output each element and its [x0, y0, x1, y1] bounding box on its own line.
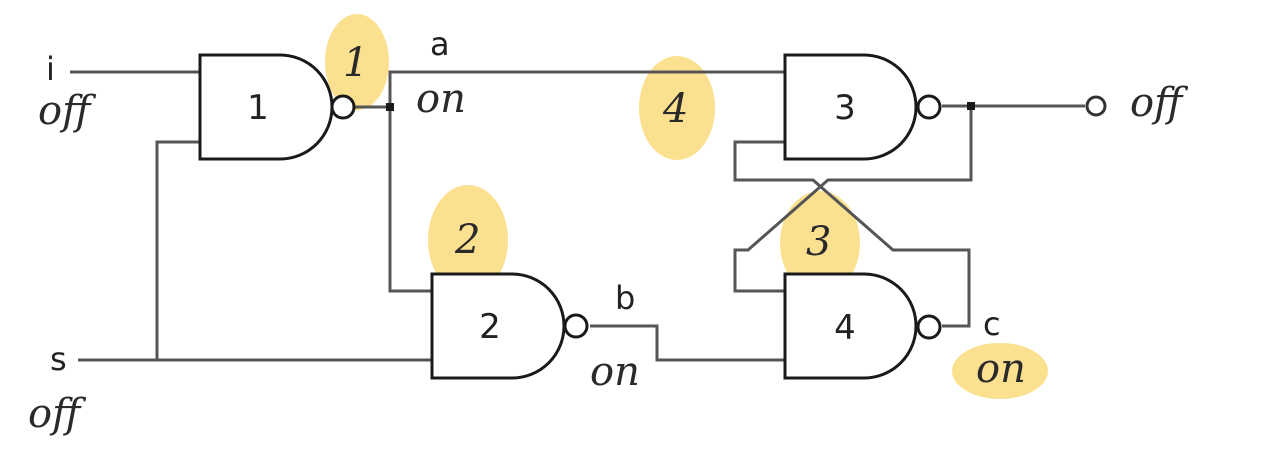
junctions [386, 95, 1107, 117]
signal-label-c: c [983, 305, 1001, 343]
signal-label-i: i [46, 50, 55, 88]
annotation-a-state: on [416, 76, 466, 122]
wire-a [354, 70, 785, 109]
annotation-gate3-mark: 4 [662, 86, 688, 132]
annotation-gate2-mark: 2 [454, 217, 480, 263]
junction-a [386, 103, 394, 111]
handwritten-annotations: off off on on on off 1 2 4 3 [28, 40, 1189, 437]
gate-3-output-bubble [916, 94, 942, 120]
annotation-b-state: on [590, 349, 640, 395]
highlight-c-state [952, 343, 1048, 399]
annotation-i-state: off [38, 88, 97, 134]
highlight-gate1-output [325, 14, 389, 110]
annotation-s-state: off [28, 391, 87, 437]
highlight-marks [325, 14, 1048, 399]
signal-label-a: a [430, 25, 450, 63]
gate-4: 4 [783, 272, 942, 380]
gate-1: 1 [198, 53, 356, 161]
junction-o [967, 102, 975, 110]
wires [70, 70, 1085, 362]
gate-2-label: 2 [479, 307, 501, 347]
wire-b [590, 324, 785, 362]
gate-4-output-bubble [916, 314, 942, 340]
highlight-gate3-input [639, 56, 715, 160]
gate-2-output-bubble [563, 313, 589, 339]
wire-o-feedback [733, 106, 973, 293]
signal-labels: i s a b c [46, 25, 1001, 378]
annotation-gate4-mark: 3 [806, 219, 831, 265]
gate-2: 2 [430, 272, 589, 380]
gate-1-label: 1 [247, 88, 269, 128]
gate-4-label: 4 [834, 308, 856, 348]
annotation-gate1-mark: 1 [343, 40, 368, 86]
terminal-o [1085, 95, 1107, 117]
signal-label-b: b [615, 279, 635, 317]
signal-label-s: s [50, 340, 67, 378]
annotation-o-state: off [1130, 80, 1189, 126]
gate-3: 3 [783, 53, 942, 161]
annotation-c-state: on [976, 346, 1026, 392]
highlight-gate4-input [780, 191, 860, 295]
highlight-gate2-input [428, 185, 508, 295]
wire-s-to-gate1 [155, 140, 200, 360]
gate-1-output-bubble [330, 94, 356, 120]
gate-3-label: 3 [834, 88, 856, 128]
wire-a-to-gate2 [388, 107, 432, 293]
wire-c-feedback [733, 140, 971, 328]
